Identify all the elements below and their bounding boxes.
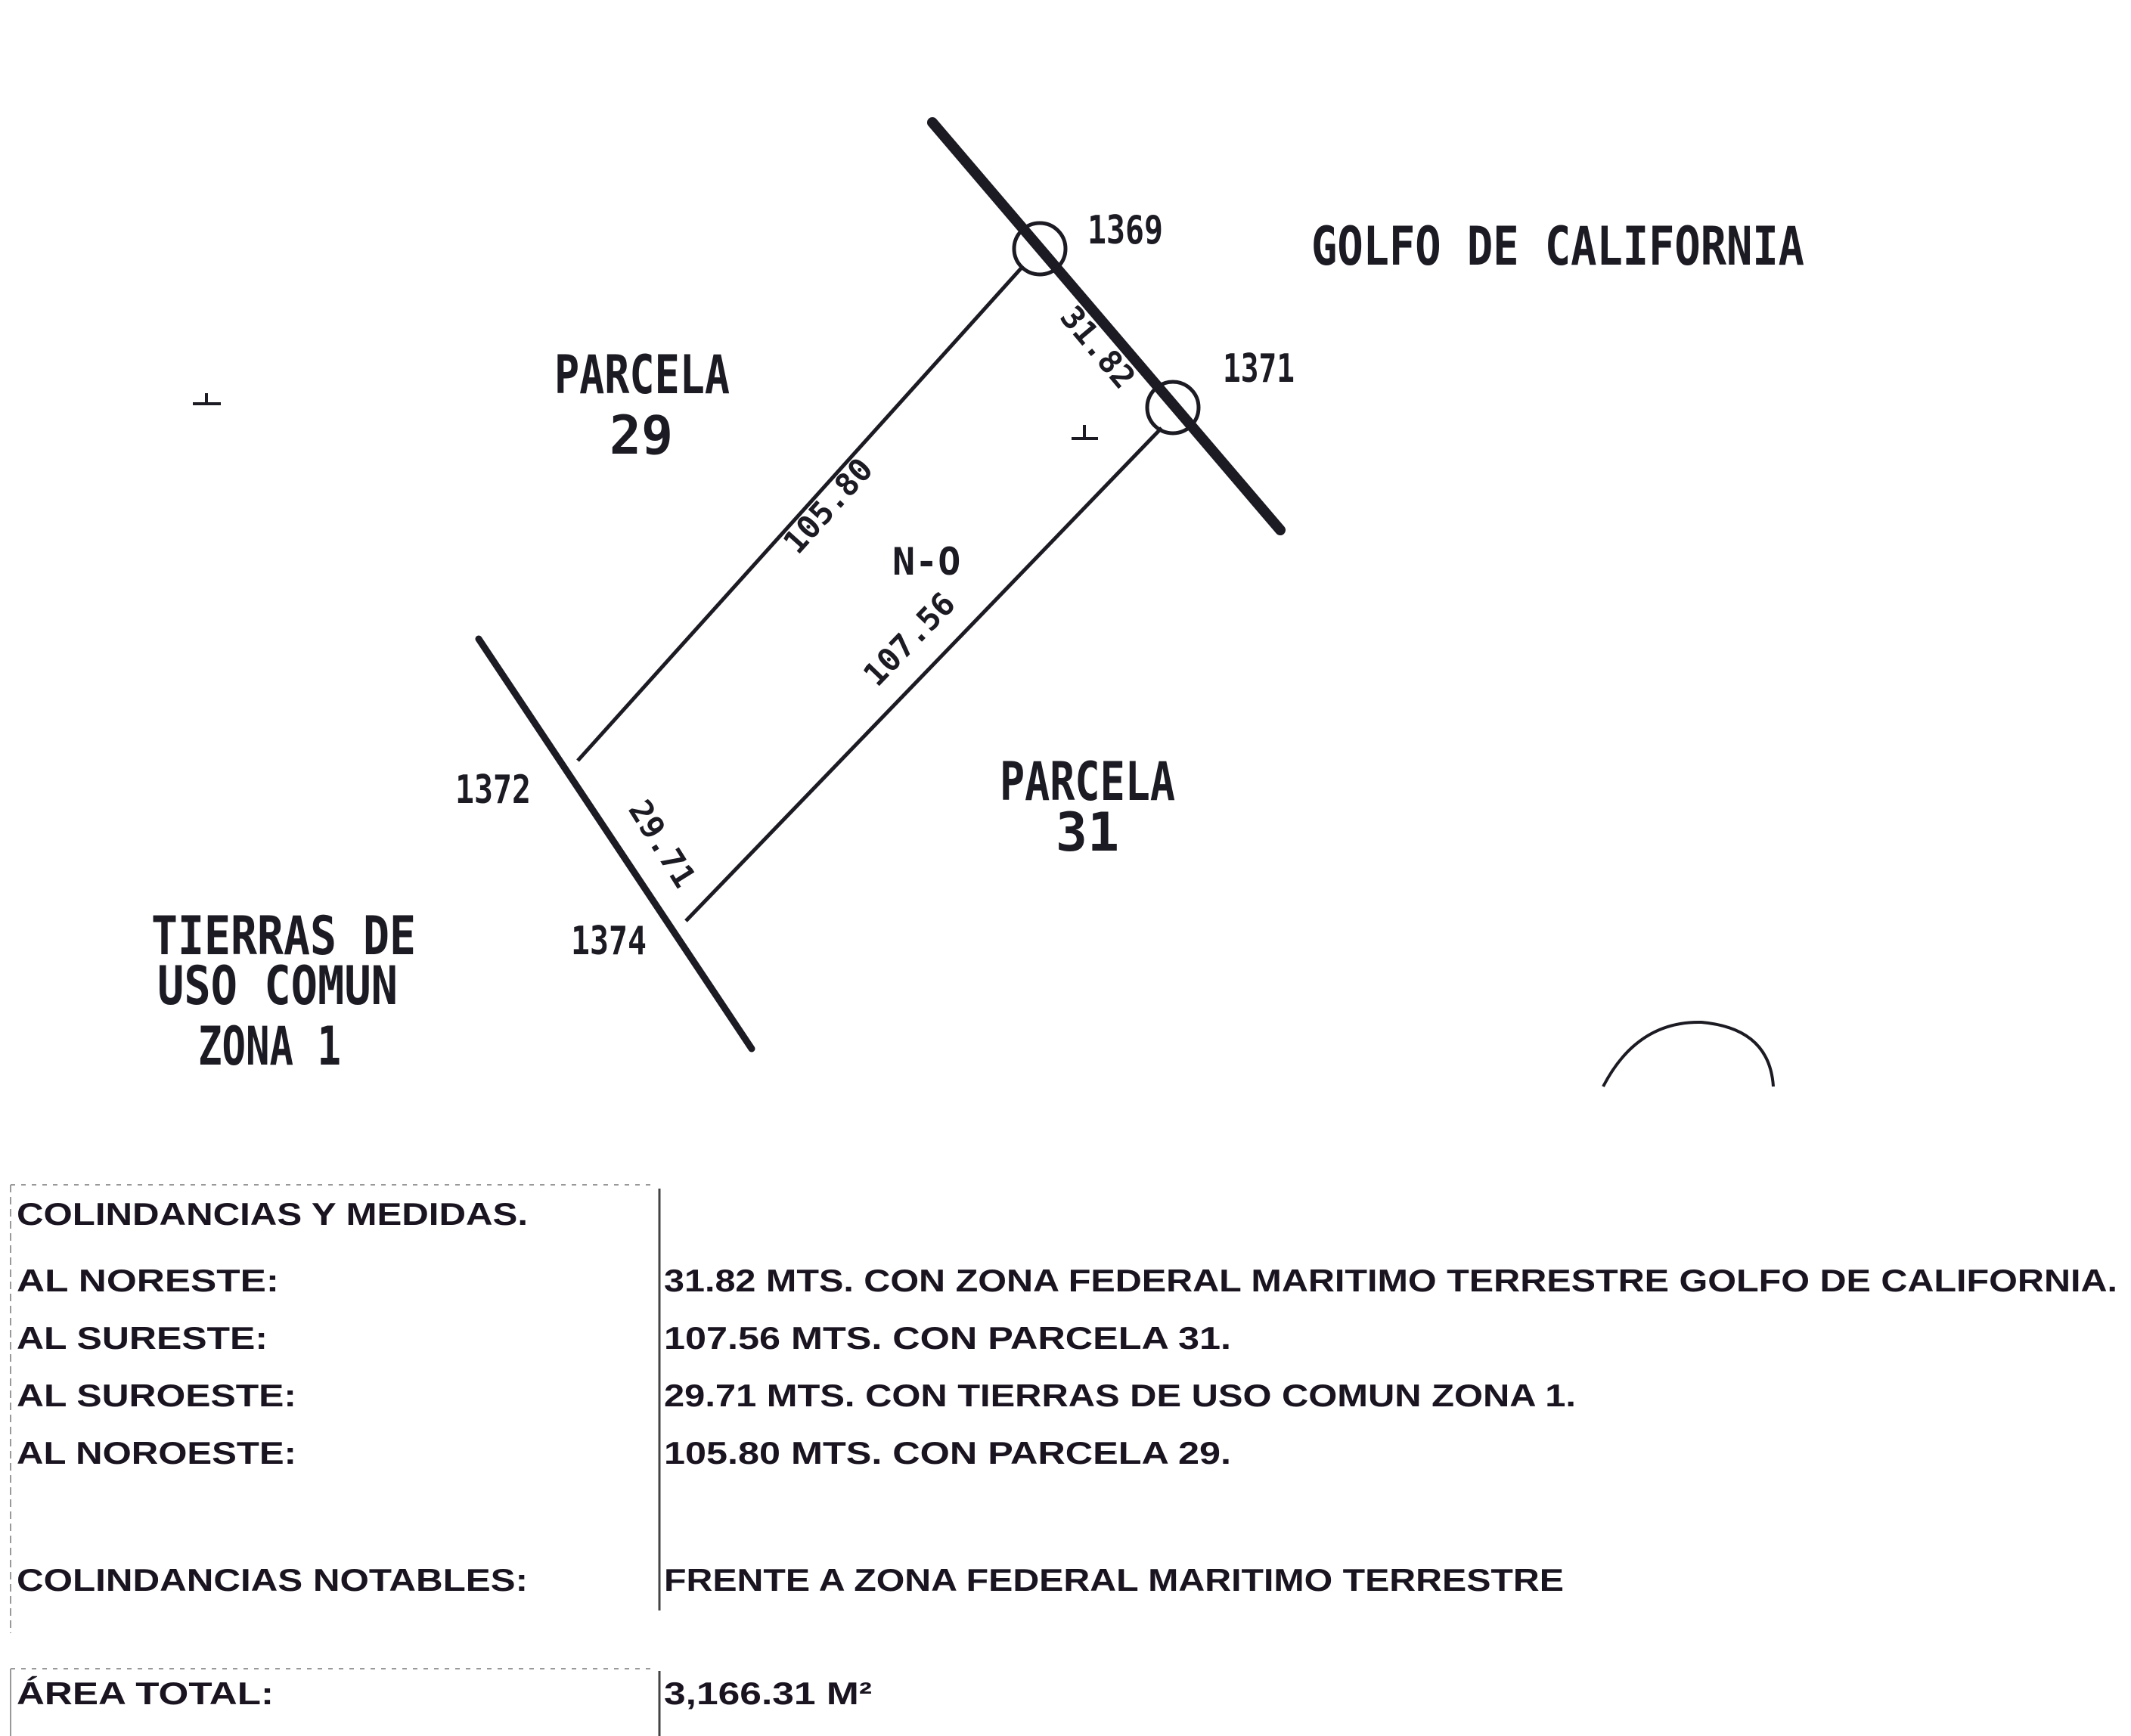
row-label-noreste: AL NORESTE:	[17, 1263, 279, 1298]
row-value-noreste: 31.82 MTS. CON ZONA FEDERAL MARITIMO TER…	[664, 1263, 2117, 1298]
parcel-29-word: PARCELA	[554, 344, 730, 406]
southeast-boundary-line	[684, 426, 1163, 922]
common-land-line2: USO COMUN	[157, 955, 398, 1017]
row-label-sureste: AL SURESTE:	[17, 1320, 268, 1356]
vertex-marker-1369	[1012, 221, 1068, 277]
area-value: 3,166.31 M²	[664, 1676, 872, 1711]
vertex-marker-1371	[1145, 380, 1201, 436]
parcel-31-word: PARCELA	[1000, 751, 1175, 813]
arc-mark	[1602, 1020, 1775, 1087]
row-value-sureste: 107.56 MTS. CON PARCELA 31.	[664, 1320, 1231, 1356]
notable-label: COLINDANCIAS NOTABLES:	[17, 1562, 528, 1598]
vertex-label-1374: 1374	[571, 919, 647, 964]
parcel-31-number: 31	[1056, 801, 1119, 863]
vertex-label-1371: 1371	[1223, 346, 1295, 392]
boundaries-heading: COLINDANCIAS Y MEDIDAS.	[17, 1196, 528, 1232]
orientation-label: N-O	[892, 540, 960, 584]
row-label-noroeste: AL NOROESTE:	[17, 1435, 296, 1471]
southwest-boundary-line	[475, 635, 755, 1052]
northwest-boundary-line	[576, 266, 1023, 762]
distance-sw: 29.71	[622, 793, 704, 894]
vertex-label-1372: 1372	[455, 767, 531, 813]
vertex-label-1369: 1369	[1087, 208, 1163, 253]
cross-mark	[1072, 425, 1098, 440]
cross-mark	[193, 393, 221, 405]
row-value-noroeste: 105.80 MTS. CON PARCELA 29.	[664, 1435, 1231, 1471]
row-value-suroeste: 29.71 MTS. CON TIERRAS DE USO COMUN ZONA…	[664, 1378, 1576, 1413]
distance-nw: 105.80	[776, 451, 880, 561]
common-land-line3: ZONA 1	[198, 1015, 341, 1077]
row-label-suroeste: AL SUROESTE:	[17, 1378, 296, 1413]
notable-value: FRENTE A ZONA FEDERAL MARITIMO TERRESTRE	[664, 1562, 1564, 1598]
coast-boundary-line	[927, 117, 1286, 535]
parcel-29-number: 29	[610, 405, 673, 467]
common-land-line1: TIERRAS DE	[151, 905, 416, 967]
sea-label: GOLFO DE CALIFORNIA	[1311, 215, 1804, 277]
area-label: ÁREA TOTAL:	[17, 1676, 274, 1711]
distance-se: 107.56	[856, 585, 963, 693]
